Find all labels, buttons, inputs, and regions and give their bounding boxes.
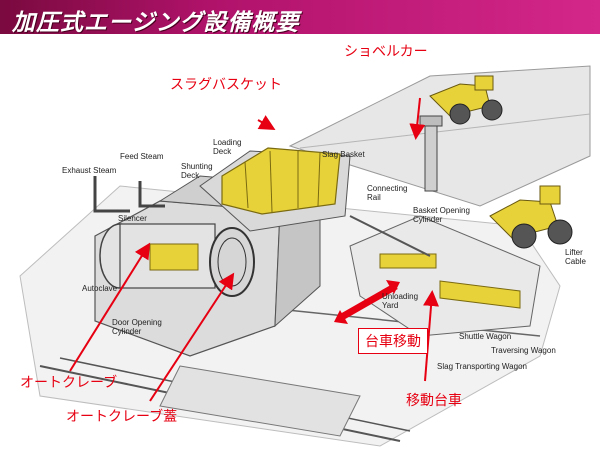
label-slag-transporting-wagon: Slag Transporting Wagon xyxy=(437,362,527,371)
label-slag-basket: スラグバスケット xyxy=(170,77,282,93)
slag-basket-yellow xyxy=(221,147,341,215)
shovel-car-top xyxy=(429,75,503,125)
facility-illustration xyxy=(19,65,591,447)
conveyor-lower xyxy=(159,365,361,437)
label-shuttle-wagon: Shuttle Wagon xyxy=(459,332,512,341)
autoclave-basket xyxy=(149,243,199,271)
page-title: 加圧式エージング設備概要 xyxy=(12,10,300,36)
connecting-rail xyxy=(349,215,431,257)
label-moving-cart: 移動台車 xyxy=(406,393,462,409)
label-autoclave-en: Autoclave xyxy=(82,284,118,293)
feed-steam-pipe xyxy=(138,181,165,208)
arrow-shovel-car xyxy=(409,97,426,140)
arrow-autoclave xyxy=(69,242,151,372)
ramp xyxy=(288,65,591,207)
arrow-moving-cart xyxy=(423,290,440,382)
shovel-car-bottom xyxy=(489,185,573,249)
label-traversing-wagon: Traversing Wagon xyxy=(491,346,556,355)
traversing-wagon xyxy=(379,253,437,269)
label-cart-movement: 台車移動 xyxy=(358,328,428,354)
label-autoclave-lid: オートクレーブ蓋 xyxy=(66,409,178,425)
arrow-autoclave-lid xyxy=(149,272,235,402)
label-silencer: Silencer xyxy=(118,214,147,223)
title-bar: 加圧式エージング設備概要 xyxy=(0,0,600,36)
unloading-yard xyxy=(349,215,541,337)
label-slag-basket-en: Slag Basket xyxy=(322,150,365,159)
aging-facility-diagram: ショベルカー スラグバスケット オートクレーブ オートクレーブ蓋 台車移動 移動… xyxy=(0,36,600,450)
label-feed-steam: Feed Steam xyxy=(120,152,164,161)
label-exhaust-steam: Exhaust Steam xyxy=(62,166,117,175)
arrow-cart-movement xyxy=(338,282,398,322)
shuttle-wagon xyxy=(439,280,521,309)
label-autoclave: オートクレーブ xyxy=(20,375,118,391)
arrow-slag-basket xyxy=(257,115,276,130)
lifter-tower xyxy=(424,120,438,192)
label-shovel-car: ショベルカー xyxy=(344,44,428,60)
exhaust-steam-pipe xyxy=(93,176,130,213)
